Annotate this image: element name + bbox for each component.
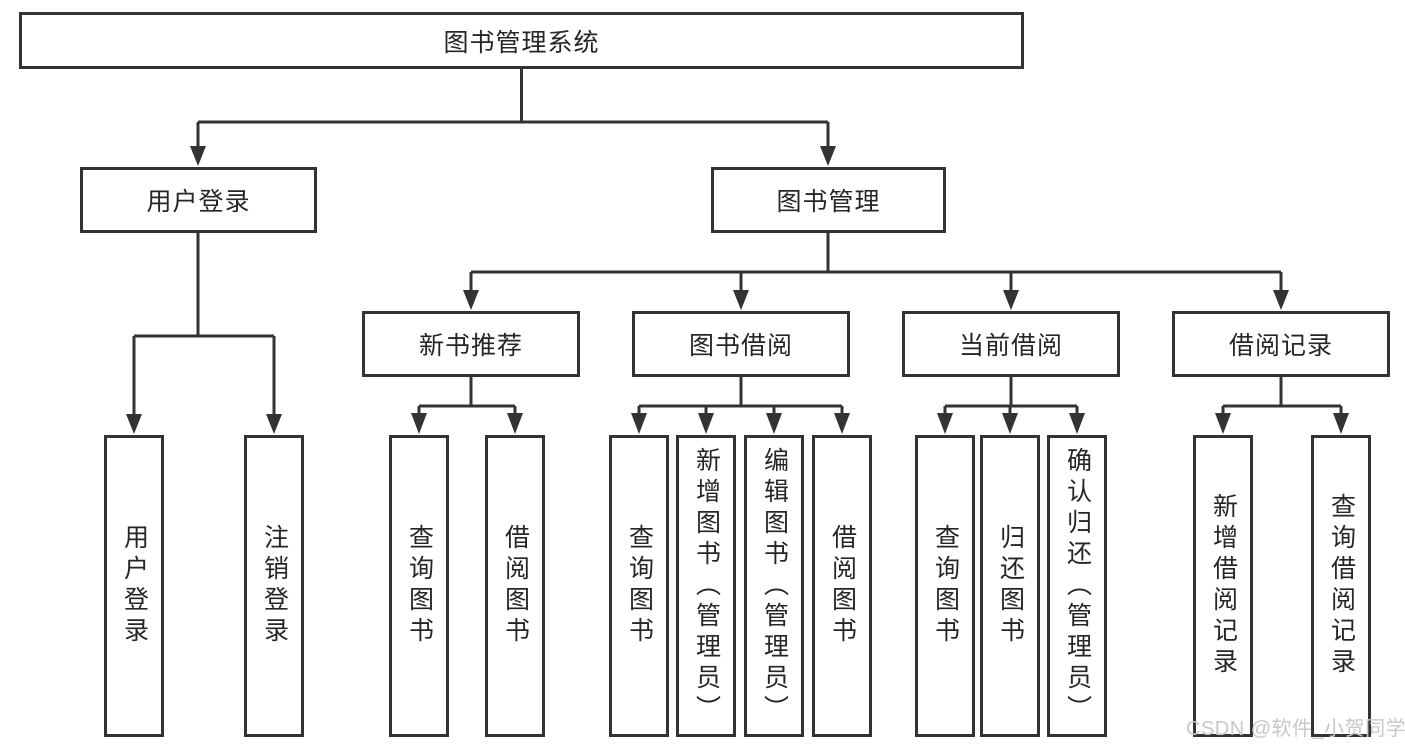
arrowhead-icon [937,413,953,434]
arrowhead-icon [733,290,749,310]
node-return-books: 归还图书 [980,435,1040,737]
arrowhead-icon [820,146,836,166]
node-borrowing-records: 借阅记录 [1172,311,1390,377]
node-add-borrow-record: 新增借阅记录 [1193,435,1253,737]
arrowhead-icon [834,413,850,434]
arrowhead-icon [1333,413,1349,434]
node-logout-login: 注销登录 [244,435,304,737]
arrowhead-icon [507,413,523,434]
node-current-borrowing: 当前借阅 [902,311,1120,377]
arrowhead-icon [631,413,647,434]
node-add-book-admin: 新增图书（管理员） [676,435,736,737]
watermark-text: CSDN @软件_小贺同学 [1186,718,1405,740]
node-user-login-group: 用户登录 [80,167,317,233]
arrowhead-icon [1069,413,1085,434]
arrowhead-icon [266,414,282,434]
arrowhead-icon [1273,290,1289,310]
node-borrow-books: 借阅图书 [812,435,872,737]
arrowhead-icon [1002,413,1018,434]
node-book-borrowing: 图书借阅 [632,311,850,377]
arrowhead-icon [1215,413,1231,434]
node-query-books-current: 查询图书 [915,435,975,737]
node-query-borrow-record: 查询借阅记录 [1311,435,1371,737]
node-user-login: 用户登录 [104,435,164,737]
node-new-book-recommendation: 新书推荐 [362,311,580,377]
arrowhead-icon [766,413,782,434]
arrowhead-icon [463,290,479,310]
arrowhead-icon [126,414,142,434]
node-library-management-system: 图书管理系统 [19,12,1024,69]
arrowhead-icon [411,413,427,434]
node-query-books-borrow: 查询图书 [609,435,669,737]
arrowhead-icon [698,413,714,434]
connector-lines [132,69,1343,416]
node-query-books-recommend: 查询图书 [389,435,449,737]
node-borrow-books-recommend: 借阅图书 [485,435,545,737]
node-edit-book-admin: 编辑图书（管理员） [744,435,804,737]
arrowhead-icon [1003,290,1019,310]
node-confirm-return-admin: 确认归还（管理员） [1047,435,1107,737]
node-book-management: 图书管理 [711,167,946,233]
arrowhead-icon [190,146,206,166]
arrowheads [126,146,1349,434]
